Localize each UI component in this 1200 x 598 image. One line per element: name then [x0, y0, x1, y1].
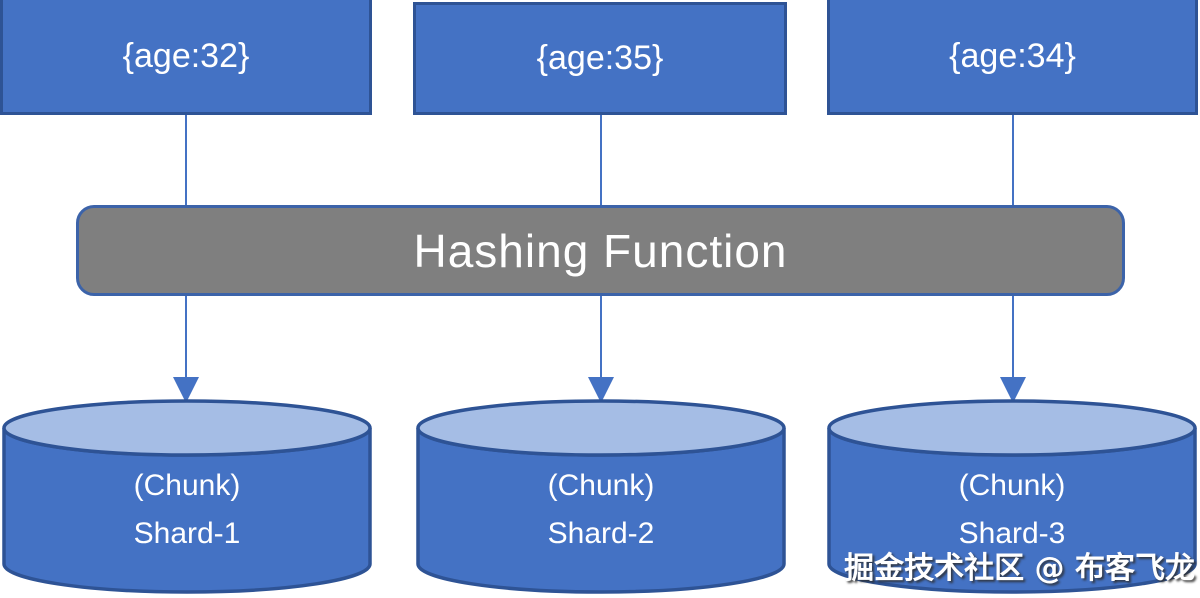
- shard-label-3-name: Shard-3: [958, 517, 1066, 550]
- hashing-function-box: Hashing Function: [76, 205, 1125, 296]
- arrowhead-icon-2: [588, 377, 614, 403]
- shard-cylinder-1: [2, 399, 372, 594]
- shard-label-1-name: Shard-1: [133, 517, 241, 550]
- input-doc-label-2: {age:35}: [536, 39, 664, 77]
- arrowhead-icon-3: [1000, 377, 1026, 403]
- hashing-function-label: Hashing Function: [413, 224, 788, 277]
- input-doc-label-3: {age:34}: [949, 36, 1076, 75]
- cylinder-top: [827, 399, 1197, 457]
- shard-label-2: (Chunk) Shard-2: [414, 462, 788, 558]
- input-doc-label-1: {age:32}: [122, 36, 250, 75]
- connector-line-bottom-2: [600, 295, 602, 379]
- shard-label-1-chunk: (Chunk): [133, 469, 241, 502]
- shard-cylinder-3: [827, 399, 1197, 594]
- shard-cylinder-2: [416, 399, 786, 594]
- shard-label-2-name: Shard-2: [547, 517, 655, 550]
- arrowhead-icon-1: [173, 377, 199, 403]
- input-doc-box-3: {age:34}: [827, 0, 1198, 115]
- shard-label-3: (Chunk) Shard-3: [825, 462, 1199, 558]
- connector-line-top-1: [185, 115, 187, 205]
- connector-line-top-2: [600, 115, 602, 205]
- shard-label-2-chunk: (Chunk): [547, 469, 655, 502]
- connector-line-top-3: [1012, 115, 1014, 205]
- input-doc-box-1: {age:32}: [0, 0, 372, 115]
- shard-label-1: (Chunk) Shard-1: [0, 462, 374, 558]
- cylinder-top: [416, 399, 786, 457]
- connector-line-bottom-1: [185, 295, 187, 379]
- watermark-text: 掘金技术社区 @ 布客飞龙: [844, 551, 1195, 586]
- cylinder-top: [2, 399, 372, 457]
- input-doc-box-2: {age:35}: [413, 2, 787, 115]
- connector-line-bottom-3: [1012, 295, 1014, 379]
- shard-label-3-chunk: (Chunk): [958, 469, 1066, 502]
